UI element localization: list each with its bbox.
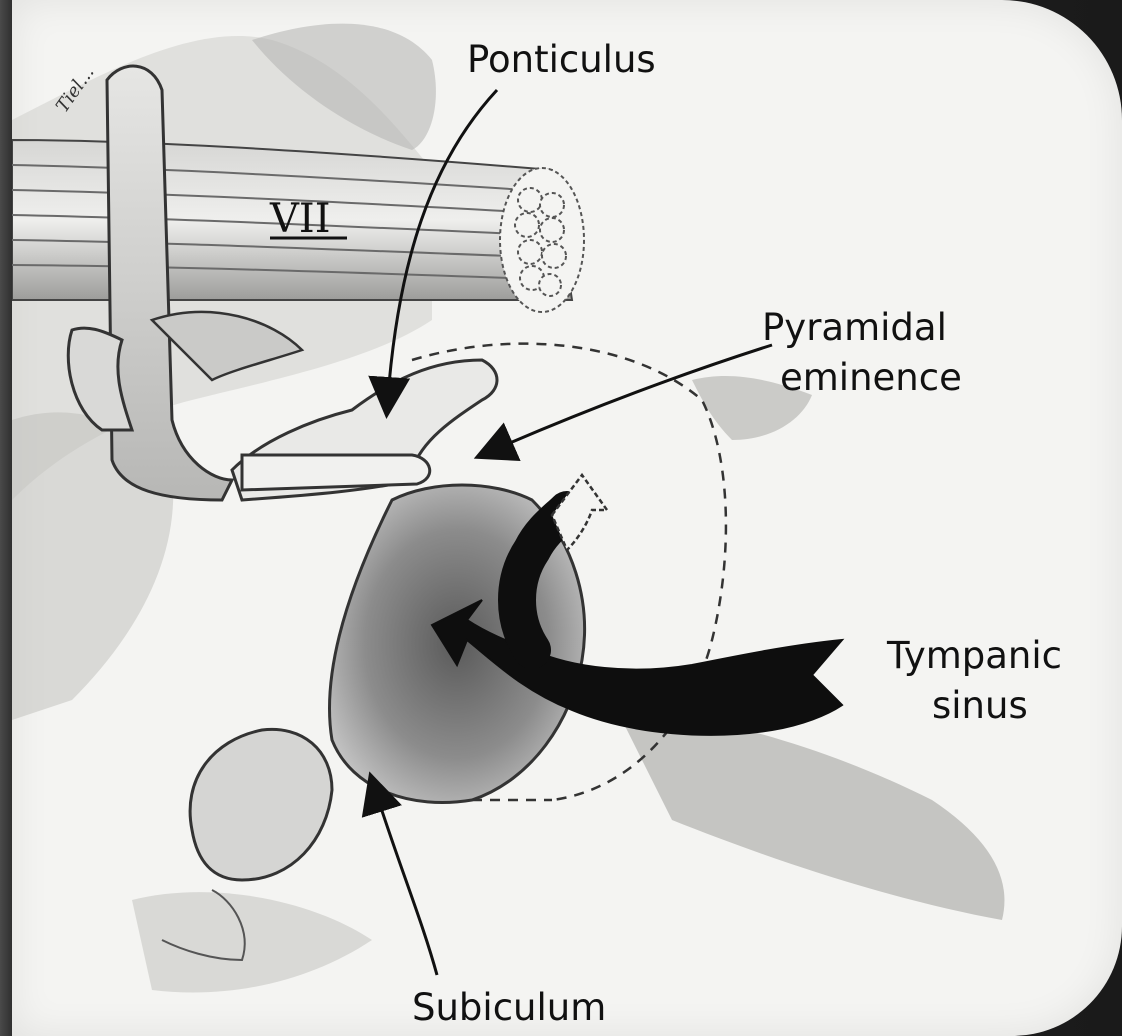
anatomical-illustration: VII Tiel... Ponticulus Pyramidal eminenc… (12, 0, 1122, 1036)
label-tympanic-line2: sinus (932, 684, 1028, 727)
subiculum-pointer (372, 780, 437, 975)
label-ponticulus: Ponticulus (467, 38, 656, 81)
label-pyramidal-line2: eminence (780, 356, 962, 399)
label-pyramidal-line1: Pyramidal (762, 306, 947, 349)
pyramidal-process (232, 360, 497, 500)
label-subiculum: Subiculum (412, 986, 606, 1029)
label-tympanic-line1: Tympanic (886, 634, 1062, 677)
illustration-panel: VII Tiel... Ponticulus Pyramidal eminenc… (12, 0, 1122, 1036)
nerve-label-vii: VII (269, 196, 331, 242)
nerve-cut-end (500, 168, 584, 312)
